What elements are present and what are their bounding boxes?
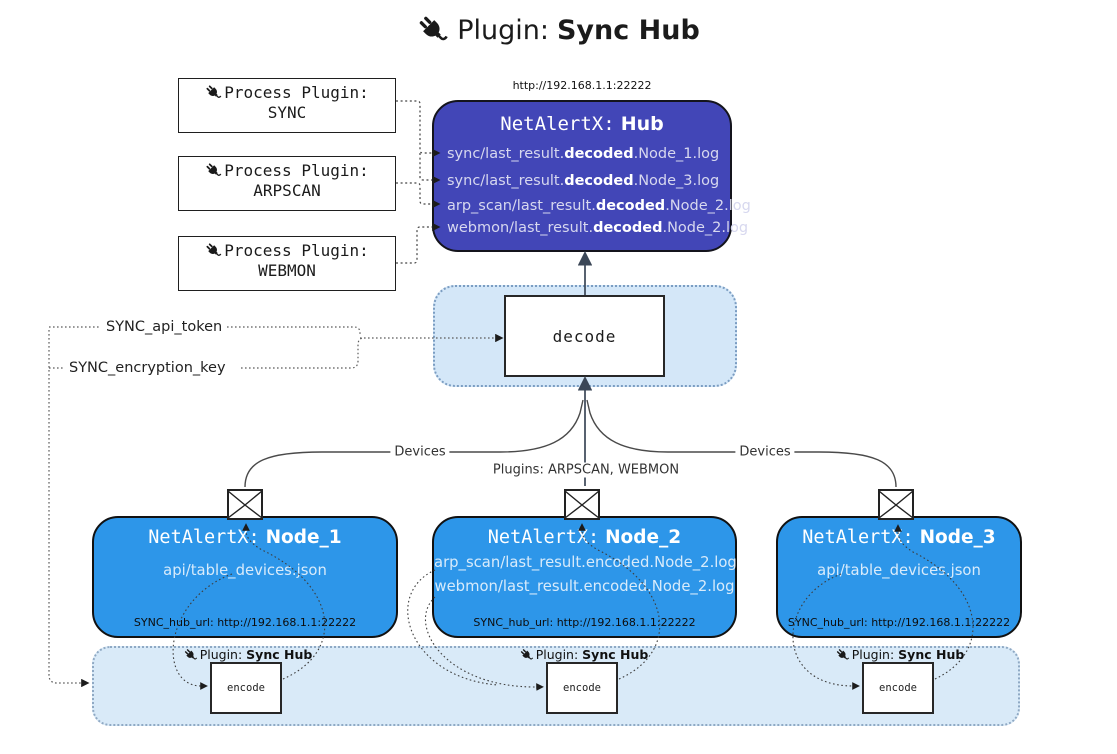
node-hub-url: SYNC_hub_url: http://192.168.1.1:22222 (133, 616, 357, 629)
decode-box: decode (504, 295, 665, 377)
process-plugin-label: Process Plugin: (224, 161, 369, 180)
sync-api-token-label: SYNC_api_token (103, 319, 226, 335)
title-name: Sync Hub (556, 14, 700, 46)
plug-icon (520, 648, 534, 662)
hub-title-name: Hub (620, 113, 664, 135)
hub-box: NetAlertX: Hub sync/last_result.decoded.… (432, 100, 751, 252)
node-hub-url: SYNC_hub_url: http://192.168.1.1:22222 (473, 616, 696, 629)
node-2-box: NetAlertX: Node_2 arp_scan/last_result.e… (432, 516, 737, 638)
hub-log-line: sync/last_result.decoded.Node_3.log (447, 173, 720, 189)
hub-log-line: arp_scan/last_result.decoded.Node_2.log (447, 198, 751, 214)
process-plugin-webmon-box: Process Plugin: WEBMON (178, 236, 396, 291)
envelope-icon (564, 489, 600, 520)
node-3-box: NetAlertX: Node_3 api/table_devices.json… (776, 516, 1022, 638)
process-plugin-sync-box: Process Plugin: SYNC (178, 78, 396, 133)
process-plugin-name: ARPSCAN (253, 181, 321, 200)
process-plugin-name: WEBMON (258, 261, 316, 280)
envelope-icon (878, 489, 914, 520)
hub-url: http://192.168.1.1:22222 (512, 79, 652, 92)
node-file: webmon/last_result.encoded.Node_2.log (434, 578, 735, 595)
encode-plugin-label: Plugin: Sync Hub (520, 647, 648, 662)
plug-icon (205, 162, 222, 179)
process-plugin-label: Process Plugin: (224, 83, 369, 102)
encode-box: encode (546, 662, 618, 714)
node-title: NetAlertX: Node_2 (487, 527, 682, 548)
hub-log-line: webmon/last_result.decoded.Node_2.log (447, 220, 749, 236)
page-title: Plugin: Sync Hub (0, 14, 1117, 46)
node-hub-url: SYNC_hub_url: http://192.168.1.1:22222 (787, 616, 1011, 629)
plug-icon (184, 648, 198, 662)
sync-encryption-key-label: SYNC_encryption_key (66, 360, 229, 376)
plug-icon (205, 242, 222, 259)
node-1-box: NetAlertX: Node_1 api/table_devices.json… (92, 516, 398, 638)
edge-label-devices-right: Devices (735, 444, 795, 460)
edge-label-devices-left: Devices (390, 444, 450, 460)
encode-plugin-label: Plugin: Sync Hub (184, 647, 312, 662)
envelope-icon (227, 489, 263, 520)
hub-title-prefix: NetAlertX: (500, 113, 615, 135)
process-plugin-label: Process Plugin: (224, 241, 369, 260)
node-file: api/table_devices.json (163, 562, 327, 579)
process-plugin-arpscan-box: Process Plugin: ARPSCAN (178, 156, 396, 211)
hub-title: NetAlertX: Hub (434, 113, 730, 139)
node-title: NetAlertX: Node_3 (802, 527, 996, 548)
plug-icon (205, 84, 222, 101)
plug-icon (836, 648, 850, 662)
node-file: arp_scan/last_result.encoded.Node_2.log (434, 554, 737, 571)
encode-box: encode (210, 662, 282, 714)
encode-plugin-label: Plugin: Sync Hub (836, 647, 964, 662)
hub-log-line: sync/last_result.decoded.Node_1.log (447, 146, 720, 162)
node-file: api/table_devices.json (817, 562, 981, 579)
plug-icon (417, 14, 449, 46)
process-plugin-name: SYNC (267, 103, 307, 122)
title-prefix: Plugin: (457, 14, 549, 46)
edge-label-plugins: Plugins: ARPSCAN, WEBMON (488, 462, 684, 478)
encode-box: encode (862, 662, 934, 714)
node-title: NetAlertX: Node_1 (148, 527, 342, 548)
